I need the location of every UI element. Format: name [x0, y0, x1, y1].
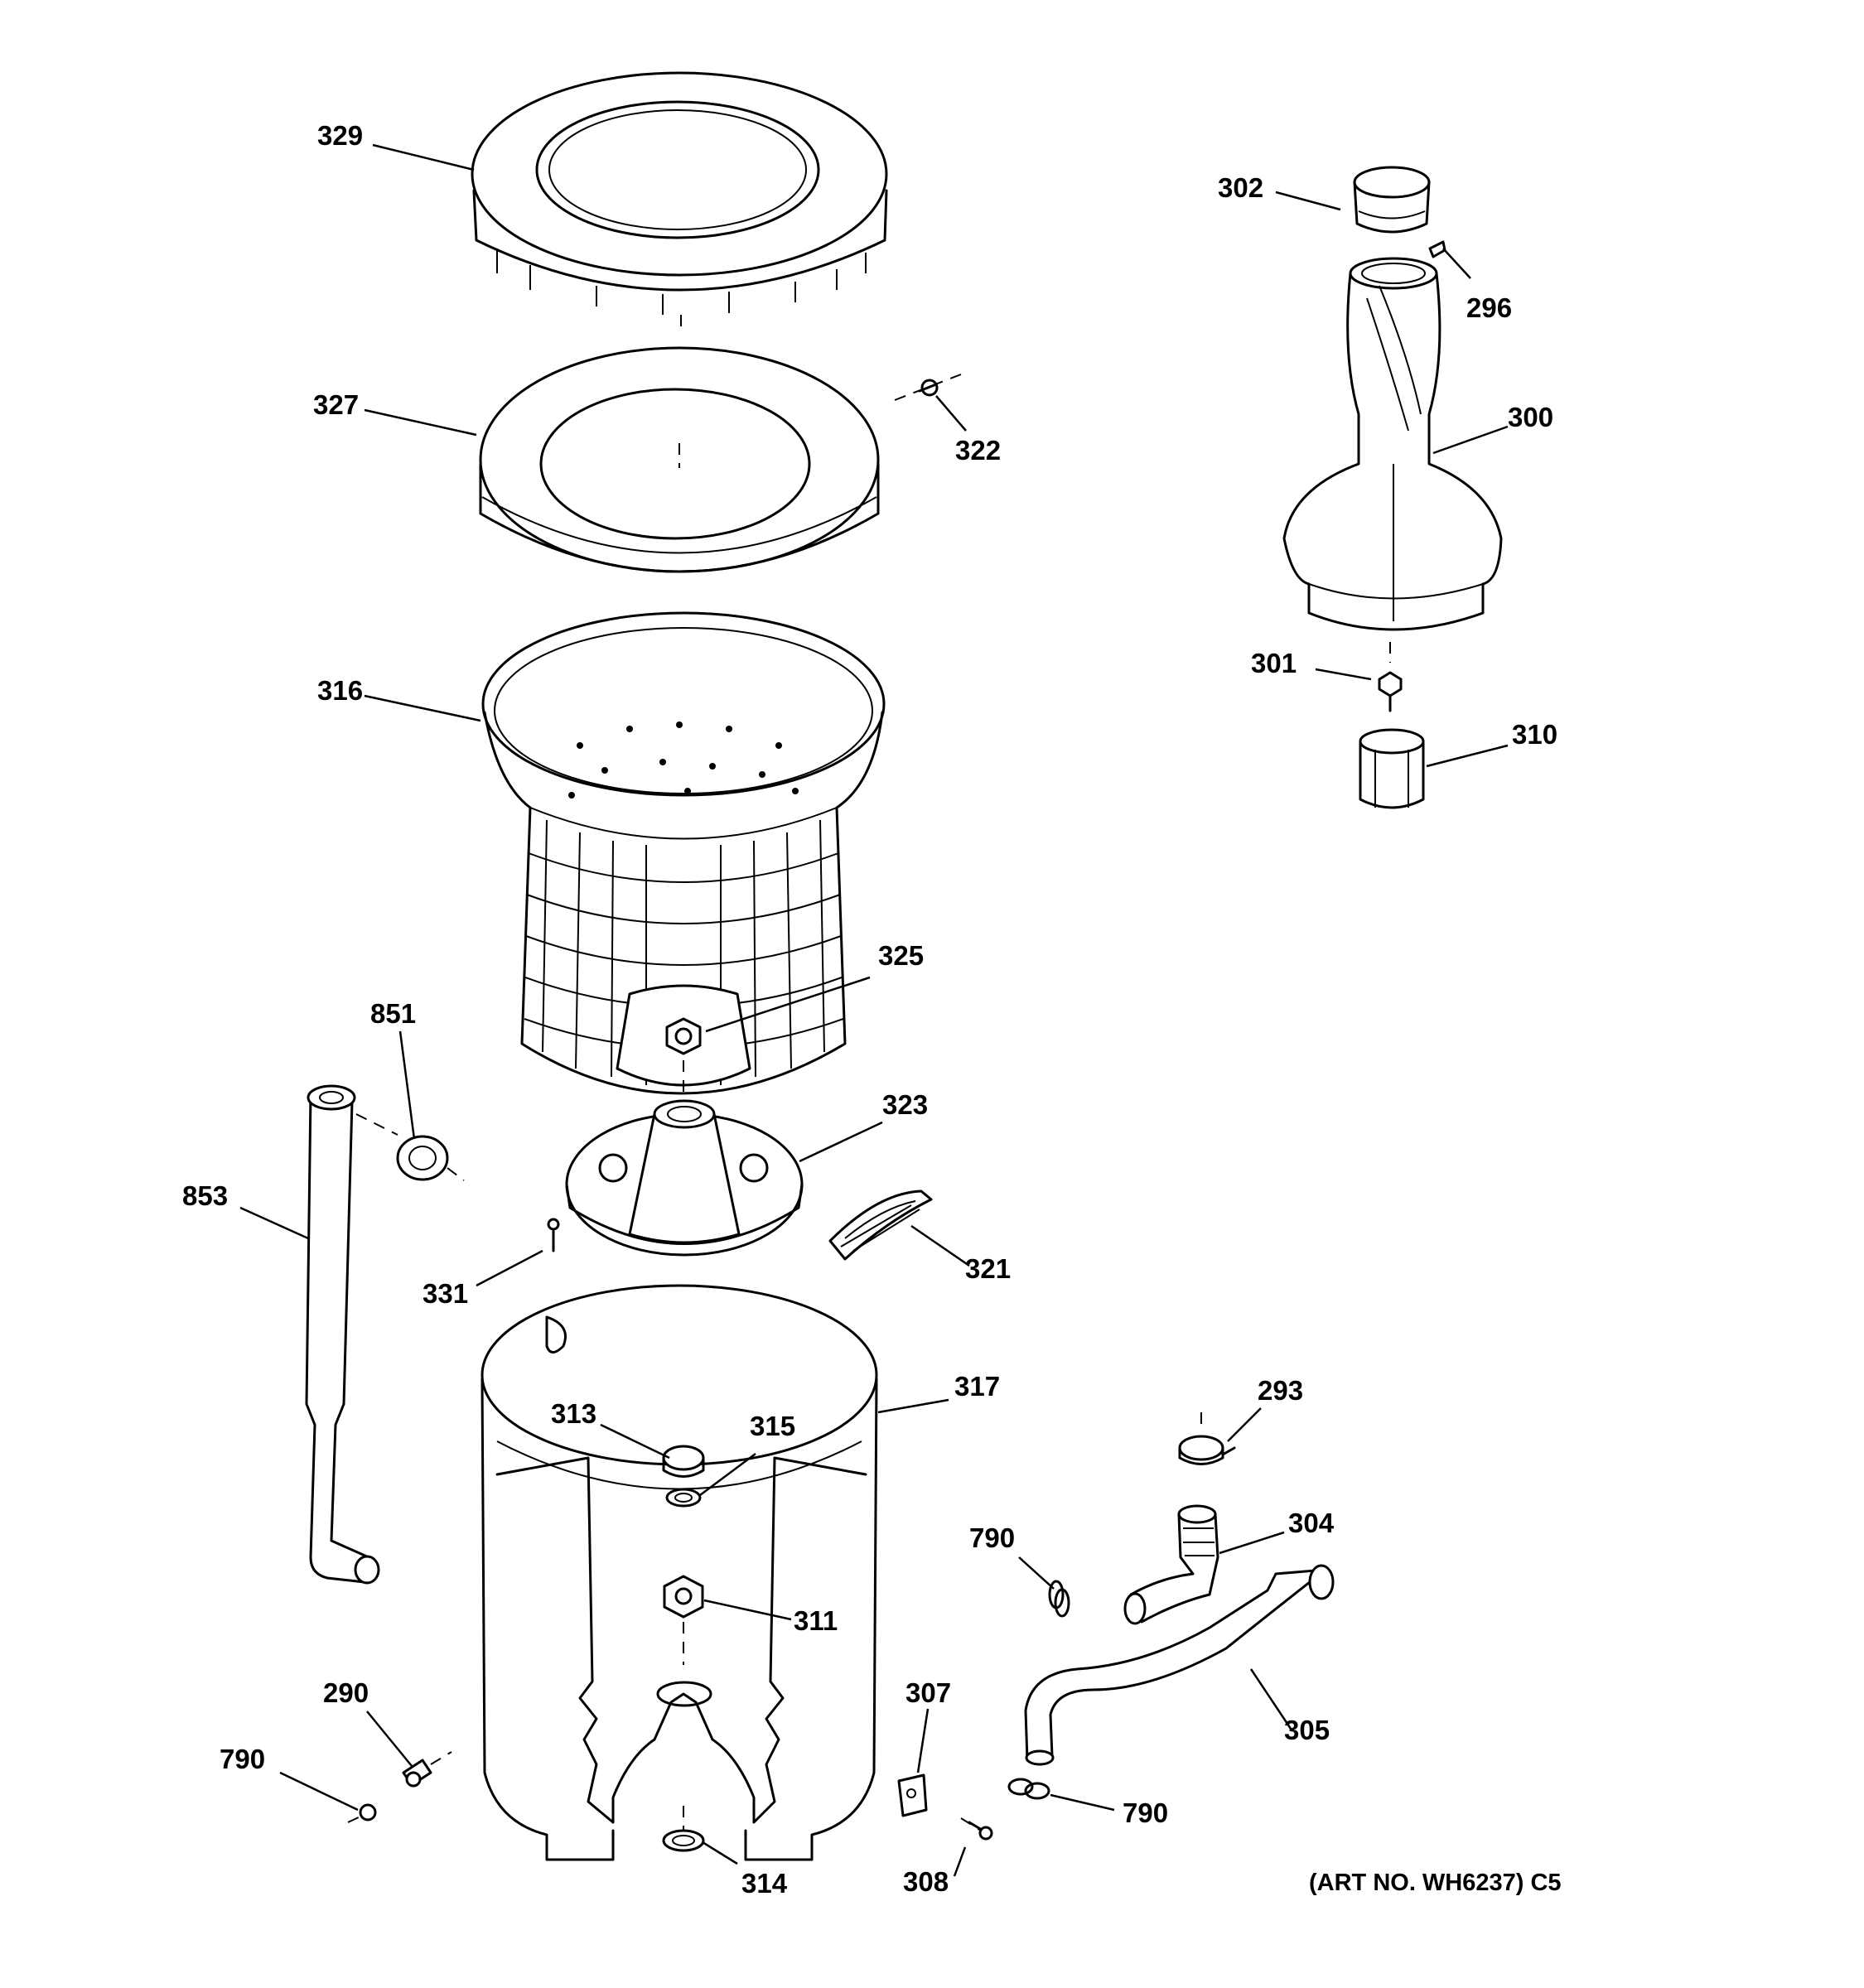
part-293-hose-clamp	[1178, 1412, 1236, 1465]
callout-290: 290	[323, 1677, 369, 1708]
part-314-seal	[662, 1806, 705, 1852]
callout-314: 314	[741, 1868, 788, 1899]
part-327-balance-ring	[479, 346, 880, 573]
part-317-outer-tub	[480, 1284, 878, 1861]
part-290-connector	[402, 1751, 452, 1788]
part-304-drain-hose	[1123, 1504, 1219, 1625]
callout-301: 301	[1251, 648, 1297, 678]
part-853-fill-tube	[305, 1084, 398, 1585]
part-851-nozzle	[396, 1135, 465, 1181]
part-302-agitator-cap	[1353, 166, 1431, 234]
leader-lines	[239, 143, 1509, 1877]
callout-325: 325	[878, 940, 924, 971]
part-322-screw	[894, 374, 962, 401]
callout-305: 305	[1284, 1715, 1330, 1745]
part-325-nut	[665, 1017, 702, 1102]
part-329-tub-cover	[471, 71, 888, 331]
part-331-screw	[547, 1218, 560, 1252]
part-305-hose	[1024, 1564, 1335, 1766]
callout-317: 317	[954, 1371, 1000, 1402]
callout-327: 327	[313, 389, 359, 420]
callout-323: 323	[882, 1089, 928, 1120]
callout-331: 331	[423, 1278, 468, 1309]
callout-853: 853	[182, 1180, 228, 1211]
part-310-coupling	[1359, 728, 1425, 809]
part-321-filter	[828, 1189, 933, 1261]
callout-790-upper: 790	[969, 1522, 1015, 1553]
callout-308: 308	[903, 1866, 949, 1897]
callout-322: 322	[955, 435, 1001, 466]
callout-310: 310	[1512, 719, 1557, 750]
callout-329: 329	[317, 120, 363, 151]
callout-labels: 329 327 322 316 302 296 300 301 310 325 …	[182, 120, 1562, 1899]
part-323-hub	[565, 1099, 804, 1257]
callout-293: 293	[1258, 1375, 1303, 1406]
art-number-note: (ART NO. WH6237) C5	[1309, 1870, 1562, 1896]
callout-311: 311	[794, 1605, 838, 1636]
callout-302: 302	[1218, 172, 1263, 203]
part-790-clamp-left	[347, 1803, 377, 1823]
callout-321: 321	[965, 1253, 1011, 1284]
part-313-cap	[662, 1445, 705, 1478]
part-315-seal	[665, 1488, 702, 1508]
part-301-screw	[1378, 642, 1403, 712]
callout-300: 300	[1508, 402, 1553, 432]
part-790-clamp-lower-right	[1007, 1778, 1050, 1800]
part-307-bracket	[897, 1773, 928, 1817]
part-311-nut	[663, 1575, 704, 1665]
callout-790-right: 790	[1123, 1797, 1168, 1828]
part-790-clamp-right-upper	[1048, 1580, 1070, 1618]
callout-307: 307	[905, 1677, 951, 1708]
callout-313: 313	[551, 1398, 596, 1429]
callout-790-left: 790	[220, 1744, 265, 1774]
callout-304: 304	[1288, 1508, 1335, 1538]
callout-316: 316	[317, 675, 363, 706]
callout-296: 296	[1466, 292, 1512, 323]
callout-315: 315	[750, 1411, 795, 1441]
part-300-agitator	[1282, 257, 1503, 631]
callout-851: 851	[370, 998, 416, 1029]
part-308-screw	[960, 1817, 995, 1841]
